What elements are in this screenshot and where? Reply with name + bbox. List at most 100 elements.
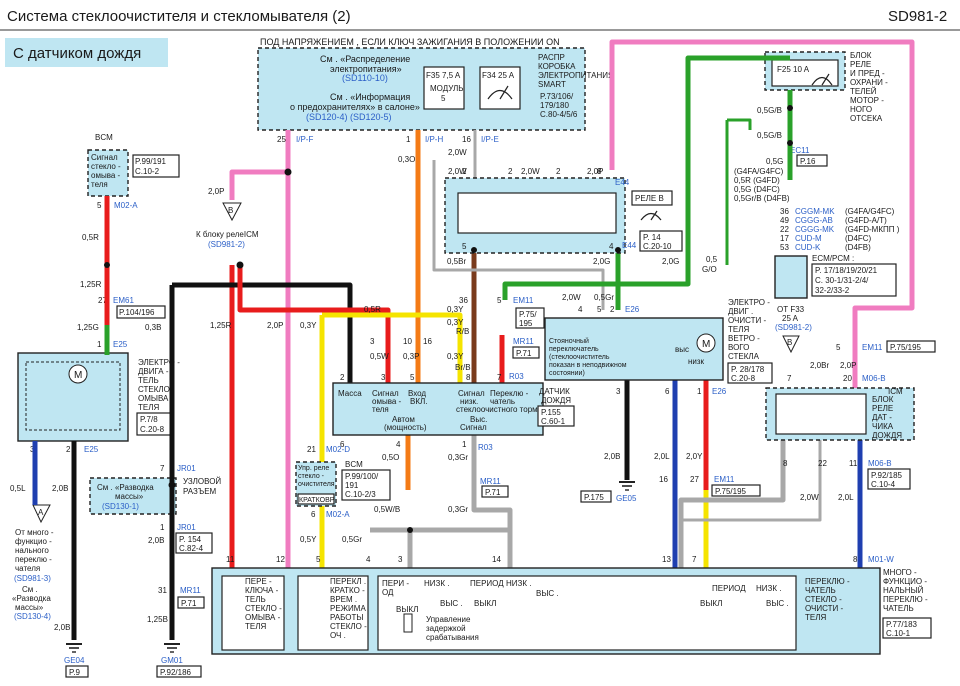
icm-pin-22: 22 (818, 459, 827, 468)
gm01-ref-box (156, 665, 202, 678)
bcm-washer-ref-a: P.99/191 (135, 157, 167, 166)
icm-em11-ref-box (886, 340, 936, 353)
wiper-pin-4: 4 (578, 305, 583, 314)
bcm-washer-connector: M02-A (114, 201, 138, 210)
ecm-model-4: (D4FB) (845, 243, 871, 252)
bcm-wiper-title: BCM (345, 460, 363, 469)
wire-03o: 0,3O (398, 155, 415, 164)
bcm-washer-ref-b: C.10-2 (135, 167, 160, 176)
icm-pin-7: 7 (787, 374, 792, 383)
ecm-ref-c: 32-2/33-2 (815, 286, 850, 295)
engine-box-label-6: НОГО (850, 105, 872, 114)
rs-mr11-ref: P.71 (516, 349, 532, 358)
wiper-title-6: СТЕКЛА (728, 352, 760, 361)
see-c: массы» (15, 603, 44, 612)
washer-wire-125g: 1,25G (77, 323, 99, 332)
rs-wire-03gr: 0,3Gr (448, 453, 468, 462)
relay-label: РЕЛЕ В (635, 194, 664, 203)
relay-wire-20g: 2,0G (593, 257, 610, 266)
wire-03y: 0,3Y (300, 321, 317, 330)
wiper-em11-ref-box (711, 484, 761, 497)
mf-right-4: ТЕЛЯ (805, 613, 826, 622)
wire-pin-1: 1 (406, 135, 411, 144)
jr01-ref-box (175, 532, 213, 554)
bcm-wiper-m02a: M02-A (326, 510, 350, 519)
ecm-pin-2: 22 (780, 225, 789, 234)
wiper-wire-20y: 2,0Y (686, 452, 703, 461)
icm-wire-20w: 2,0W (800, 493, 819, 502)
bcm-washer-c: омыва - (91, 171, 121, 180)
diagram-title: Система стеклоочистителя и стекломывател… (7, 8, 351, 25)
icm-ref-b: C.10-4 (871, 480, 896, 489)
ground-wire-125b: 1,25B (147, 615, 168, 624)
bcm-wiper-a: Упр. реле (298, 465, 329, 472)
from-e: чателя (15, 564, 40, 573)
ge04-wire: 2,0B (54, 623, 70, 632)
wiper-title-1: ДВИГ . (728, 307, 753, 316)
washer-pin-1: 1 (97, 340, 102, 349)
junction-ref-c: C.80-4/5/6 (540, 110, 578, 119)
wiper-motor-m: M (702, 339, 710, 350)
rs-label-1: Сигнал (372, 389, 399, 398)
junction-d: SMART (538, 80, 566, 89)
mf-period-a: ПЕРИ - (382, 579, 409, 588)
fuse-box (257, 47, 586, 131)
wiper-pin-1: 1 (697, 387, 702, 396)
washer-motor-m: M (74, 370, 82, 381)
engine-wire-2: 0,5G/B (757, 131, 782, 140)
mf-pin-2: 5 (316, 555, 321, 564)
ecm-model-0: (G4FA/G4FC) (845, 207, 895, 216)
ground-see-a: См . «Разводка (97, 483, 154, 492)
engine-box-label-3: ОХРАНИ - (850, 78, 888, 87)
rs-pin-2: 5 (410, 373, 415, 382)
relay-wire-20w1: 2,0W (448, 167, 467, 176)
ge05-ref-box (580, 490, 612, 503)
relay-ref-b: C.20-10 (643, 242, 672, 251)
fuse-f35 (423, 66, 465, 110)
subtitle-banner (5, 38, 168, 67)
wire-03y3: 0,3Y (447, 318, 464, 327)
fuse-ref2-a: См . «Информация (330, 92, 410, 102)
relay-e44-bottom: E44 (622, 241, 637, 250)
ecm-ref-b: C. 30-1/31-2/4/ (815, 276, 869, 285)
rs-pin-0: 2 (340, 373, 345, 382)
icm-sub: ICM (888, 387, 903, 396)
relay-pin-top-2: 2 (556, 167, 561, 176)
wiper-pin-6: 6 (665, 387, 670, 396)
wiper-note-b: переключатель (549, 346, 599, 353)
rs-wire-rb: R/B (456, 327, 469, 336)
washer-connector-top: E25 (113, 340, 128, 349)
wiper-em11-ref: P.75/195 (715, 487, 747, 496)
ground-label-a: УЗЛОВОЙ (183, 477, 221, 486)
wiper-wire-20b: 2,0B (604, 452, 620, 461)
wiper-e26: E26 (625, 305, 640, 314)
wiper-note-c: (стеклоочиститель (549, 354, 610, 361)
mf-delay-b: задержкой (426, 624, 466, 633)
wiper-icon (811, 73, 833, 86)
interval-switch-box (297, 575, 369, 651)
ecm-code-3: CUD-M (795, 234, 822, 243)
rs-label-2b: ВКЛ. (410, 397, 427, 406)
ecm-variant-2: 0,5G (D4FC) (734, 185, 780, 194)
washer-label-0: ЭЛЕКТРО - (138, 358, 180, 367)
fuse-f25 (771, 59, 839, 87)
jr01-top: JR01 (177, 464, 196, 473)
relay-wire-20g2: 2,0G (662, 257, 679, 266)
rs-label-3b: низк. (460, 397, 478, 406)
rs-pin-6: 4 (396, 440, 401, 449)
wire-20p: 2,0P (267, 321, 283, 330)
icm-marker-label: B (228, 206, 233, 215)
jr01-pin-1: 1 (160, 523, 165, 532)
wiper-lo: низк (688, 357, 705, 366)
wire-05r: 0,5R (364, 305, 381, 314)
rs-r03-top: R03 (509, 372, 524, 381)
ecm-model-3: (D4FC) (845, 234, 872, 243)
washer-label-2: ТЕЛЬ (138, 376, 159, 385)
bcm-washer-a: Сигнал (91, 153, 118, 162)
icm-em11-ref: P.75/195 (890, 343, 922, 352)
junction-b: КОРОБКА (538, 62, 576, 71)
relay-wire-go: G/O (702, 265, 717, 274)
wiper-ref-b: C.20-8 (731, 374, 756, 383)
icm-m06b-bottom: M06-B (868, 459, 892, 468)
rs-wire-03y: 0,3Y (447, 352, 464, 361)
